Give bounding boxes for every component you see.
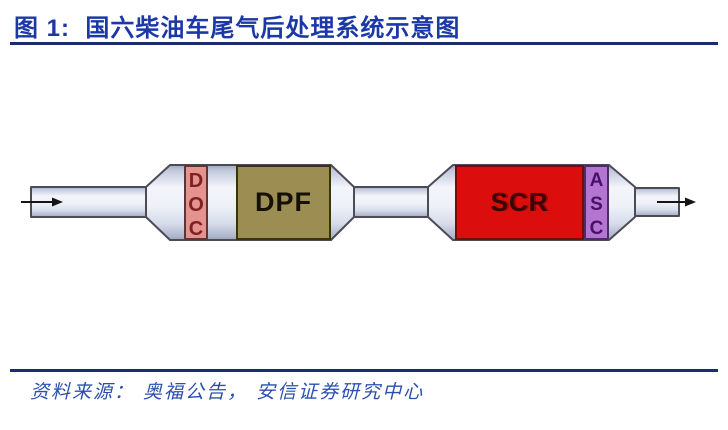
- connecting-pipe: [353, 186, 429, 218]
- component-box-scr: SCR: [455, 165, 584, 240]
- footer-rule: [10, 369, 718, 372]
- component-box-doc: DOC: [184, 165, 208, 240]
- outlet-flow-arrow-icon: [657, 197, 696, 207]
- inlet-flow-arrow-icon: [21, 197, 63, 207]
- component-box-dpf: DPF: [236, 165, 331, 240]
- component-box-asc: ASC: [584, 165, 609, 240]
- title-rule: [10, 42, 718, 45]
- figure-title: 图 1: 国六柴油车尾气后处理系统示意图: [14, 15, 461, 42]
- source-attribution: 资料来源： 奥福公告， 安信证券研究中心: [30, 381, 425, 403]
